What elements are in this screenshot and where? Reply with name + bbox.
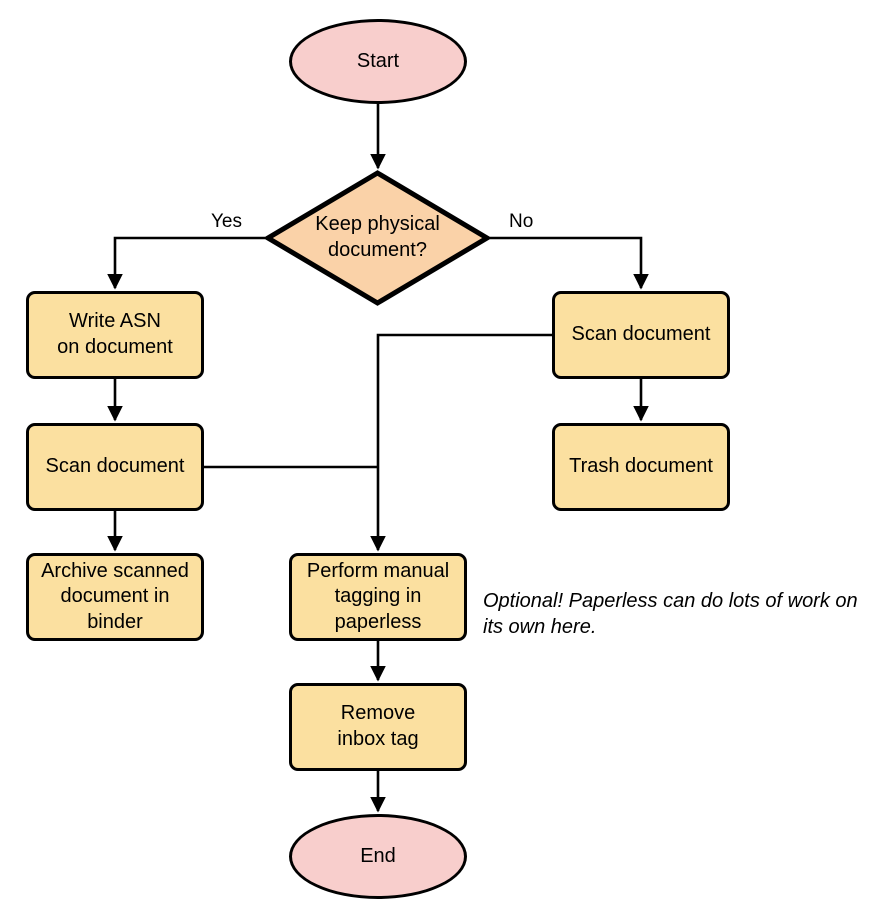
node-start-label: Start [356,49,400,72]
node-trash-document[interactable]: Trash document [552,423,730,511]
edge-scan-right-to-tagging [370,333,552,552]
node-archive-scanned-document[interactable]: Archive scanned document in binder [26,553,204,641]
edge-label-no: No [509,211,534,232]
node-write-asn-on-document-label: Write ASN on document [57,310,173,358]
node-start[interactable]: Start [289,19,467,104]
node-keep-physical-document-label: Keep physical document? [315,213,440,261]
node-archive-scanned-document-label: Archive scanned document in binder [41,559,189,633]
node-remove-inbox-tag-label: Remove inbox tag [337,702,419,750]
node-keep-physical-document[interactable]: Keep physical document? [265,170,490,306]
node-scan-document-left-label: Scan document [45,455,185,478]
edge-label-yes: Yes [211,211,242,232]
node-end[interactable]: End [289,814,467,899]
diamond-shape [265,170,490,306]
node-write-asn-on-document[interactable]: Write ASN on document [26,291,204,379]
edge-decision-yes-to-write-asn [107,236,265,290]
note-optional-paperless: Optional! Paperless can do lots of work … [483,590,858,638]
node-end-label: End [360,844,396,867]
node-trash-document-label: Trash document [569,455,713,478]
node-perform-manual-tagging[interactable]: Perform manual tagging in paperless [289,553,467,641]
node-scan-document-left[interactable]: Scan document [26,423,204,511]
node-scan-document-right-label: Scan document [571,323,711,346]
node-remove-inbox-tag[interactable]: Remove inbox tag [289,683,467,771]
node-perform-manual-tagging-label: Perform manual tagging in paperless [306,559,450,633]
edge-decision-no-to-scan-right [490,236,649,290]
node-scan-document-right[interactable]: Scan document [552,291,730,379]
